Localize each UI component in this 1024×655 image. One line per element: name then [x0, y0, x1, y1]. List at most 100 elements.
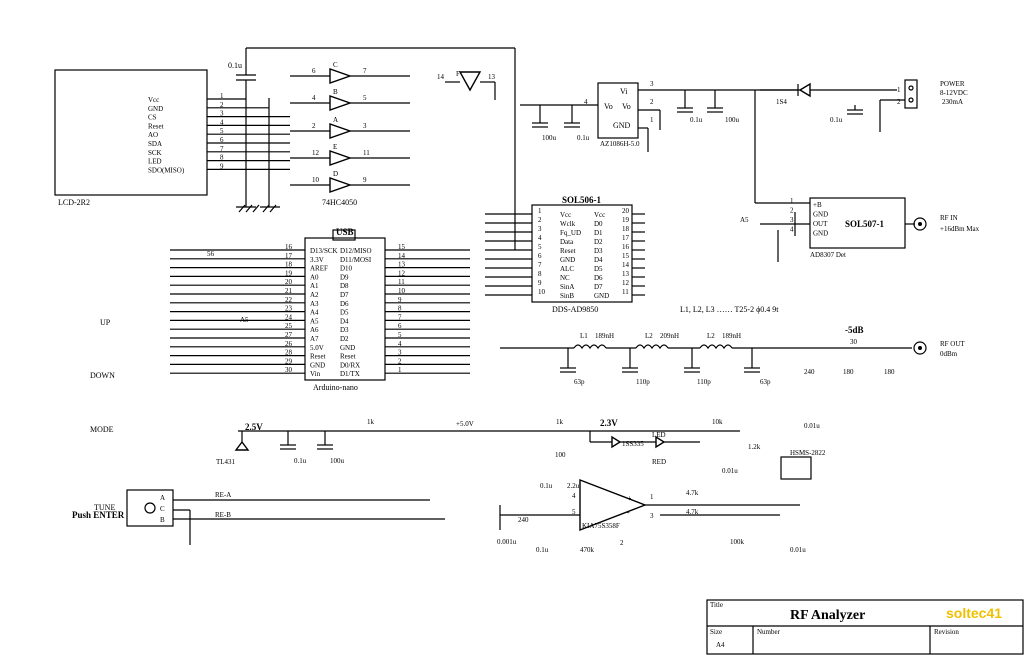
svg-text:0dBm: 0dBm [940, 350, 958, 358]
buffer-pin-in: 11 [363, 149, 370, 157]
svg-text:0.1u: 0.1u [830, 116, 843, 124]
detector-pin-label: +B [813, 201, 822, 209]
svg-text:0.1u: 0.1u [294, 457, 307, 465]
arduino-pin-num: 6 [398, 322, 402, 330]
svg-text:2: 2 [620, 539, 624, 547]
detector-pin-num: 3 [790, 216, 794, 224]
svg-text:B: B [160, 516, 165, 524]
arduino-pin-num: 23 [285, 305, 293, 313]
arduino-pin-label: Vin [310, 370, 321, 378]
buffer-name: 74HC4050 [322, 198, 357, 207]
svg-text:110p: 110p [636, 378, 650, 386]
buffer-gate-letter: D [333, 170, 338, 178]
dds-pin-num: 5 [538, 243, 542, 251]
svg-text:RE-A: RE-A [215, 491, 231, 499]
arduino-pin-num: 18 [285, 261, 293, 269]
lcd-cap-label: 0.1u [228, 61, 242, 70]
svg-text:+16dBm Max: +16dBm Max [940, 225, 980, 233]
svg-text:2.2u: 2.2u [567, 482, 580, 490]
schematic-title: RF Analyzer [790, 608, 865, 623]
arduino-pin-label: D5 [340, 309, 349, 317]
dds-name: DDS-AD9850 [552, 305, 598, 314]
lcd-name: LCD-2R2 [58, 198, 90, 207]
arduino-pin-label: A7 [310, 335, 319, 343]
svg-text:1.2k: 1.2k [748, 443, 761, 451]
arduino-pin-label: AREF [310, 265, 328, 273]
gnd-lcd [236, 98, 280, 213]
svg-text:-: - [627, 508, 630, 517]
svg-text:230mA: 230mA [942, 98, 963, 106]
detector-pin-num: 4 [790, 226, 794, 234]
buffer-gate [458, 71, 482, 92]
lcd-pin-label: GND [148, 105, 163, 113]
svg-text:180: 180 [843, 368, 854, 376]
dds-title: SOL506-1 [562, 195, 602, 205]
dds-pin-num: 13 [622, 270, 630, 278]
buffer-pin-in: 9 [363, 176, 367, 184]
dds-pin-num: 8 [538, 270, 542, 278]
svg-text:TL431: TL431 [216, 458, 236, 466]
lcd-pin-num: 2 [220, 101, 224, 109]
buffer-gate [329, 150, 353, 166]
arduino-pin-label: A1 [310, 282, 319, 290]
svg-text:C: C [160, 505, 165, 513]
arduino-name: Arduino-nano [313, 383, 358, 392]
svg-text:L2: L2 [645, 332, 653, 340]
lowpass-filter: L1, L2, L3 …… T25-2 ϕ0.4 9t L1 189nH L2 … [500, 305, 912, 386]
dds-pin-num: 1 [538, 207, 542, 215]
arduino-pin-num: 1 [398, 366, 402, 374]
svg-text:4: 4 [572, 492, 576, 500]
attenuator: -5dB 30 180 180 RF OUT 0dBm 240 0.01u HS… [780, 325, 965, 480]
buffer-pin-in: 3 [363, 122, 367, 130]
arduino-pin-num: 21 [285, 287, 293, 295]
svg-text:-5dB: -5dB [845, 325, 864, 335]
buffer-pin-out: 13 [488, 73, 496, 81]
arduino-pin-label: A3 [310, 300, 319, 308]
svg-text:2: 2 [650, 98, 654, 106]
arduino-pin-num: 7 [398, 313, 402, 321]
dds-pin-num: 19 [622, 216, 630, 224]
arduino-pin-label: D6 [340, 300, 349, 308]
dds-pin-num: 20 [622, 207, 630, 215]
buffer-gate-letter: A [333, 116, 338, 124]
lcd-pin-num: 6 [220, 136, 224, 144]
svg-text:MODE: MODE [90, 425, 114, 434]
svg-text:189nH: 189nH [722, 332, 741, 340]
title-block: Title RF Analyzer soltec41 Size A4 Numbe… [706, 599, 1024, 655]
dds-pin-num: 15 [622, 252, 630, 260]
svg-text:63p: 63p [574, 378, 585, 386]
opamp-section: + - KIA75S358F 1k 2.3V 1SS335 LED RED 10… [497, 418, 806, 554]
power-connector: 1S4 1 2 POWER 8-12VDC 230mA [760, 79, 968, 132]
svg-text:A5: A5 [240, 316, 249, 324]
arduino-pin-num: 11 [398, 278, 405, 286]
dds-pin-label: NC [560, 274, 570, 282]
arduino-pin-label: D9 [340, 273, 349, 281]
svg-text:1: 1 [650, 116, 654, 124]
lcd-cap: 0.1u [228, 47, 516, 250]
svg-text:Push ENTER: Push ENTER [72, 510, 125, 520]
svg-text:4.7k: 4.7k [686, 489, 699, 497]
lcd-pin-label: AO [148, 131, 158, 139]
arduino-usb: USB [336, 227, 354, 237]
dds-pin-num: 6 [538, 252, 542, 260]
arduino-pin-label: A6 [310, 326, 319, 334]
buffer-gate [329, 123, 353, 139]
svg-text:4.7k: 4.7k [686, 508, 699, 516]
arduino-pin-num: 4 [398, 340, 402, 348]
dds-pin-label: Reset [560, 247, 576, 255]
svg-text:Revision: Revision [934, 628, 959, 636]
svg-text:2: 2 [897, 98, 901, 106]
buffer-pin-in: 5 [363, 94, 367, 102]
lcd-pin-num: 3 [220, 110, 224, 118]
lcd-pin-num: 4 [220, 118, 224, 126]
svg-text:HSMS-2822: HSMS-2822 [790, 449, 826, 457]
dds-pin-label: GND [560, 256, 575, 264]
svg-text:0.1u: 0.1u [540, 482, 553, 490]
arduino-pin-num: 28 [285, 349, 293, 357]
svg-text:RE-B: RE-B [215, 511, 231, 519]
arduino-pin-num: 24 [285, 313, 293, 321]
arduino-pin-label: A4 [310, 309, 319, 317]
supply-caps: 100u 0.1u 0.1u 100u 0.1u [532, 90, 863, 142]
